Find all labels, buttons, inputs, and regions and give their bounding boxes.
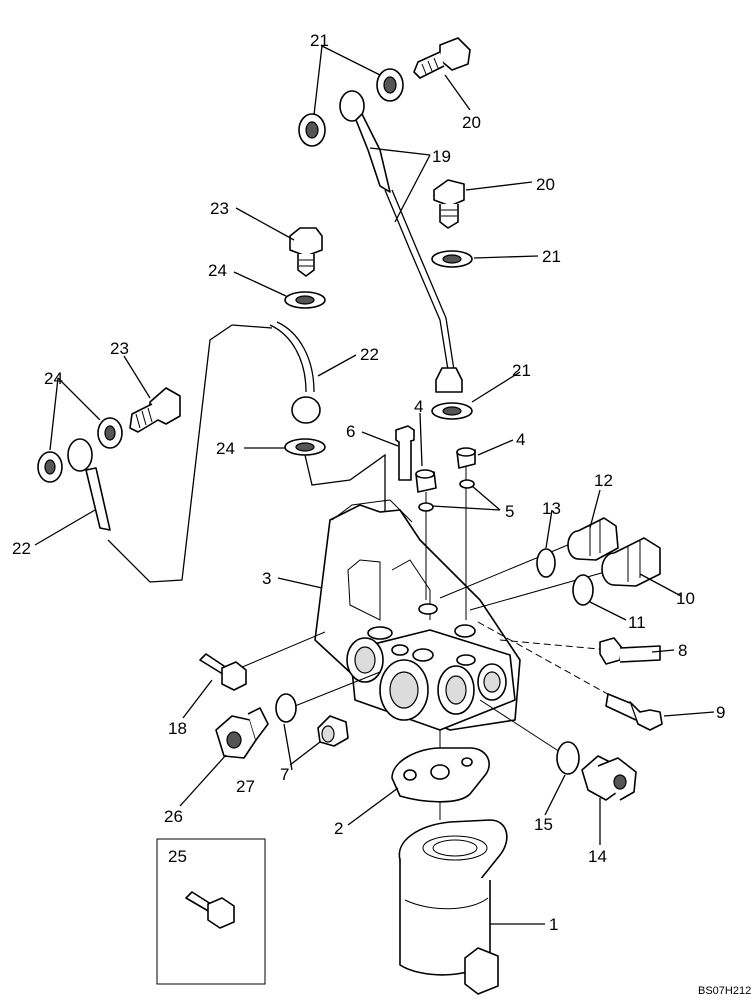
callout-10: 10 [676, 589, 695, 608]
callout-8: 8 [678, 641, 687, 660]
plug-26 [215, 707, 269, 759]
banjo-bolt-23-upper [289, 227, 323, 277]
leader-lines [34, 45, 715, 925]
o-ring-15 [556, 741, 580, 775]
callout-24-upper: 24 [208, 261, 227, 280]
callout-22-mid: 22 [360, 345, 379, 364]
assembly-line-15 [479, 699, 561, 753]
tube-19 [339, 90, 463, 393]
hose-22-left [67, 438, 111, 531]
banjo-bolt-20-mid [433, 179, 465, 229]
hose-22-mid [107, 321, 321, 583]
bolt-25 [185, 891, 235, 929]
valve-body-3 [314, 499, 521, 731]
callout-23-upper: 23 [210, 199, 229, 218]
plug-4-right [456, 447, 476, 469]
callout-6: 6 [346, 422, 355, 441]
plug-14 [581, 755, 637, 801]
fitting-12 [567, 517, 619, 561]
callout-21-lower: 21 [512, 361, 531, 380]
bolt-9 [605, 693, 663, 731]
callout-7: 7 [280, 765, 289, 784]
banjo-bolt-20-top [413, 37, 471, 79]
washer-21-top-left [298, 113, 326, 147]
callout-1: 1 [549, 915, 558, 934]
o-ring-5-left [418, 502, 434, 512]
bolt-8 [599, 637, 661, 665]
washer-21-mid [431, 250, 473, 268]
callout-18: 18 [168, 719, 187, 738]
assembly-line-18 [239, 631, 326, 669]
assembly-line-27 [289, 671, 381, 709]
callout-14: 14 [588, 847, 607, 866]
banjo-bolt-23-left [129, 387, 181, 433]
callout-15: 15 [534, 815, 553, 834]
o-ring-27 [275, 693, 297, 723]
solenoid-1 [398, 819, 508, 995]
callout-9: 9 [716, 703, 725, 722]
callout-12: 12 [594, 471, 613, 490]
callout-21-mid: 21 [542, 247, 561, 266]
fitting-10 [601, 537, 661, 587]
plug-4-left [415, 469, 437, 493]
callout-3: 3 [262, 569, 271, 588]
callout-4-right: 4 [516, 430, 525, 449]
o-ring-5-right [459, 479, 475, 489]
washer-24-left-outer [37, 451, 63, 483]
callout-27: 27 [236, 777, 255, 796]
bolt-18 [199, 653, 247, 691]
callout-19: 19 [432, 147, 451, 166]
callout-4-left: 4 [414, 397, 423, 416]
washer-24-lower [284, 438, 326, 456]
callout-21-top: 21 [310, 31, 329, 50]
washer-24-left-inner [97, 417, 123, 449]
callout-5: 5 [505, 502, 514, 521]
callout-22-left: 22 [12, 539, 31, 558]
plug-7 [317, 715, 349, 747]
callout-20-top: 20 [462, 113, 481, 132]
callout-23-left: 23 [110, 339, 129, 358]
inset-box-25 [156, 838, 266, 985]
o-ring-11 [572, 574, 594, 606]
callout-13: 13 [542, 499, 561, 518]
assembly-line-12 [439, 541, 576, 599]
assembly-line-8 [499, 639, 611, 651]
callout-11: 11 [628, 613, 646, 632]
washer-21-lower [431, 402, 473, 420]
gasket-2 [391, 747, 490, 803]
callout-24-lower: 24 [216, 439, 235, 458]
callout-2: 2 [334, 819, 343, 838]
callout-20-mid: 20 [536, 175, 555, 194]
callout-26: 26 [164, 807, 183, 826]
o-ring-13 [536, 548, 556, 578]
bolt-6 [395, 425, 415, 481]
washer-21-top-right [376, 68, 404, 102]
callout-24-left: 24 [44, 369, 63, 388]
callout-25: 25 [168, 847, 187, 866]
drawing-code: BS07H212 [698, 985, 751, 997]
washer-24-upper [284, 291, 326, 309]
